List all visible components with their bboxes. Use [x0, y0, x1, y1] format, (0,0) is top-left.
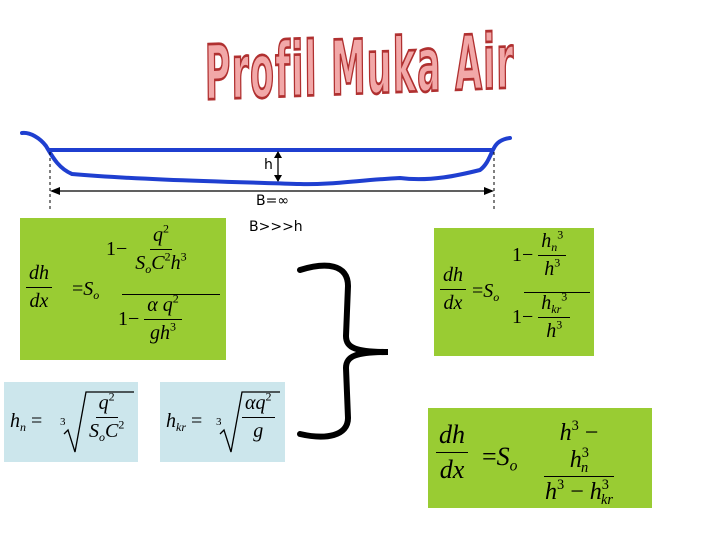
general-lhs: dh dx — [26, 262, 52, 313]
normal-depth-equation-box: hn = 3 q2 SoC2 — [4, 382, 138, 462]
general-equals: =So — [72, 278, 100, 303]
title-text: Profil Muka Air — [204, 18, 516, 119]
channel-bed-line — [20, 130, 512, 187]
general-equation-box: dh dx =So 1− q2 SoC2h3 1− α q2 gh3 — [20, 218, 226, 360]
general-main-fraction-bar — [122, 294, 220, 295]
width-label: B=∞ — [256, 193, 289, 209]
hkr-lhs: hkr = — [166, 410, 203, 435]
general-denominator: 1− α q2 gh3 — [118, 293, 182, 345]
ratio-lhs: dh dx — [440, 264, 466, 315]
condition-label: B>>>h — [249, 219, 303, 235]
final-lhs: dh dx — [436, 420, 468, 485]
hn-radicand: q2 SoC2 — [89, 389, 125, 445]
critical-depth-equation-box: hkr = 3 αq2 g — [160, 382, 285, 462]
ratio-equals: =So — [472, 280, 500, 305]
hkr-root-index: 3 — [216, 416, 222, 428]
hn-lhs: hn = — [10, 410, 43, 435]
final-fraction: h3 − h3n h3 − h3kr — [544, 417, 614, 509]
ratio-numerator: 1− hn3 h3 — [512, 229, 567, 281]
ratio-equation-box: dh dx =So 1− hn3 h3 1− hkr3 h3 — [434, 228, 594, 356]
hn-radical-sign — [63, 391, 134, 453]
final-equation-box: dh dx =So h3 − h3n h3 − h3kr — [428, 408, 652, 508]
page-title: Profil Muka Air — [0, 8, 720, 119]
hn-root-index: 3 — [60, 416, 66, 428]
general-numerator: 1− q2 SoC2h3 — [106, 221, 187, 277]
final-equals: =So — [482, 442, 518, 475]
ratio-main-fraction-bar — [524, 292, 590, 293]
hkr-radicand: αq2 g — [242, 391, 275, 443]
hkr-radical-sign — [219, 391, 280, 453]
curly-bracket — [297, 262, 389, 440]
channel-cross-section — [20, 130, 512, 210]
ratio-denominator: 1− hkr3 h3 — [512, 291, 571, 343]
depth-label: h — [264, 157, 273, 173]
